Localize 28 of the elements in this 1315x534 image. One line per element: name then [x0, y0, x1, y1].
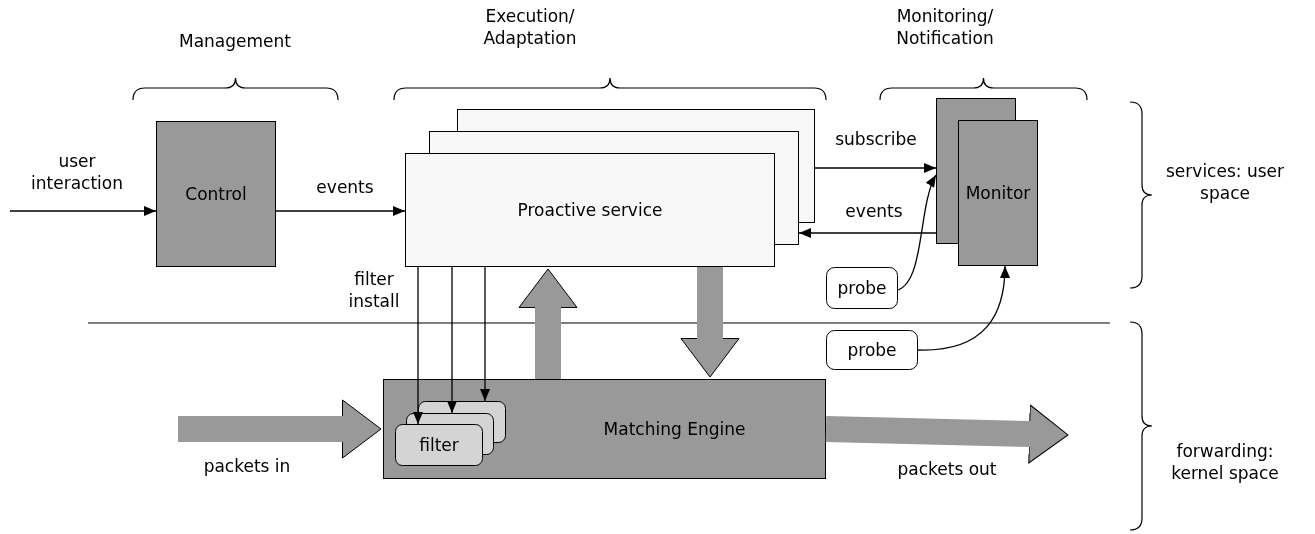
node-label: Control [185, 184, 247, 204]
arrow [897, 174, 937, 291]
probe-box [826, 330, 918, 370]
group-heading: Monitoring/ Notification [895, 5, 995, 50]
stacked-filter-box [395, 401, 508, 466]
arrow [917, 265, 1010, 351]
arrow [480, 266, 490, 402]
arrow [275, 206, 406, 216]
arrow [814, 163, 937, 173]
arrow [798, 228, 937, 238]
node-label: Monitor [965, 183, 1031, 203]
node-label: probe [847, 340, 897, 360]
arrow [447, 266, 457, 414]
node-label: Matching Engine [603, 419, 746, 439]
layer-label: forwarding: kernel space [1170, 440, 1280, 485]
probe-box [826, 267, 898, 309]
engine-box [383, 379, 826, 479]
node-label: probe [837, 278, 887, 298]
node-label: Proactive service [517, 200, 663, 220]
node-label: filter [419, 435, 459, 455]
stacked-monitor-box [936, 98, 1038, 266]
layer-label: services: user space [1165, 160, 1285, 205]
group-heading: Management [178, 30, 292, 53]
arrow [413, 266, 423, 425]
arrow [9, 206, 157, 216]
group-heading: Execution/ Adaptation [482, 5, 578, 50]
control-box [156, 121, 276, 267]
stacked-service-box [405, 109, 815, 267]
